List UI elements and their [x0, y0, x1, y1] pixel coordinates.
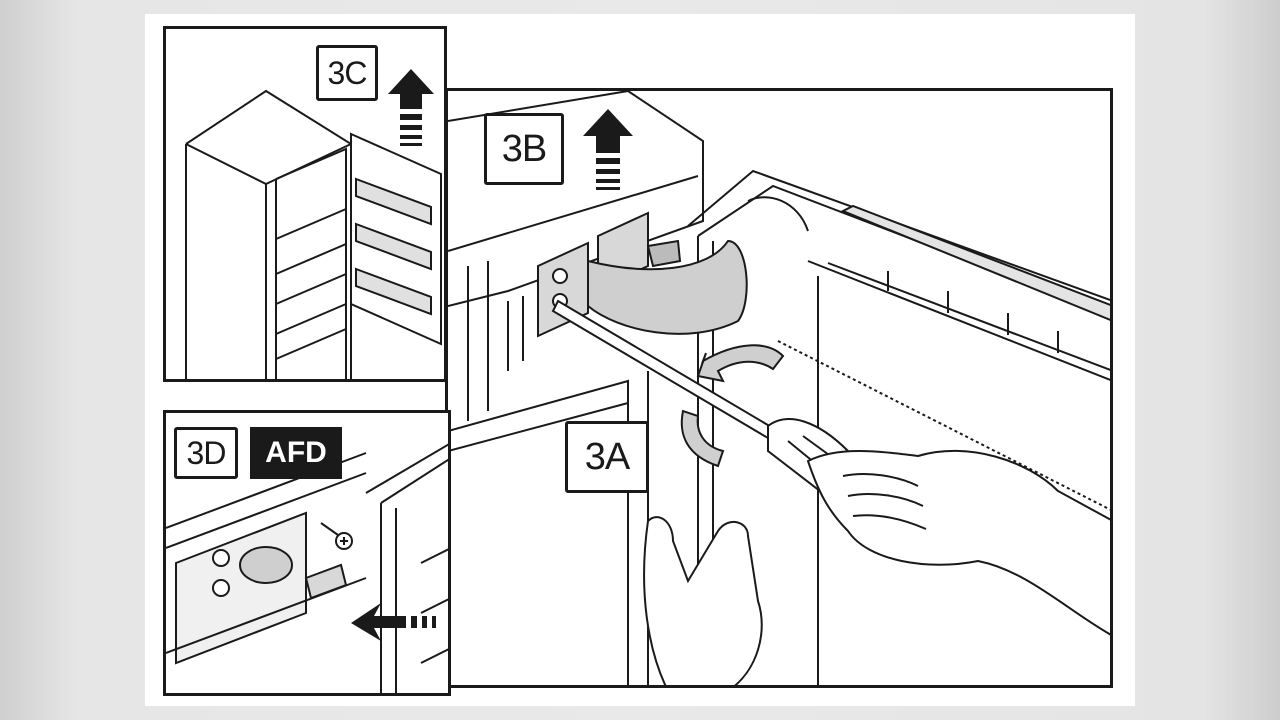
step-3a-label: 3A [565, 421, 649, 493]
afd-connector [306, 565, 346, 598]
hinge-bracket [588, 241, 747, 334]
rotation-arrow-icon [682, 345, 783, 466]
afd-panel: 3D AFD [163, 410, 451, 696]
step-3b-label: 3B [484, 113, 564, 185]
screw-icon [321, 523, 352, 549]
afd-socket [240, 547, 292, 583]
up-arrow-icon [583, 109, 633, 190]
hinge-removal-illustration [448, 91, 1110, 685]
afd-badge: AFD [250, 427, 342, 479]
step-3d-label: 3D [174, 427, 238, 479]
insert-arrow-icon [351, 603, 436, 641]
hand-icon [644, 451, 1110, 685]
hinge-bolt [648, 241, 680, 266]
diagram-canvas: 3B 3A [145, 14, 1135, 706]
main-hinge-panel: 3B 3A [445, 88, 1113, 688]
door-removal-panel: 3C [163, 26, 447, 382]
fridge-open-door-illustration [166, 69, 447, 382]
step-3c-label: 3C [316, 45, 378, 101]
up-arrow-icon [388, 69, 434, 146]
